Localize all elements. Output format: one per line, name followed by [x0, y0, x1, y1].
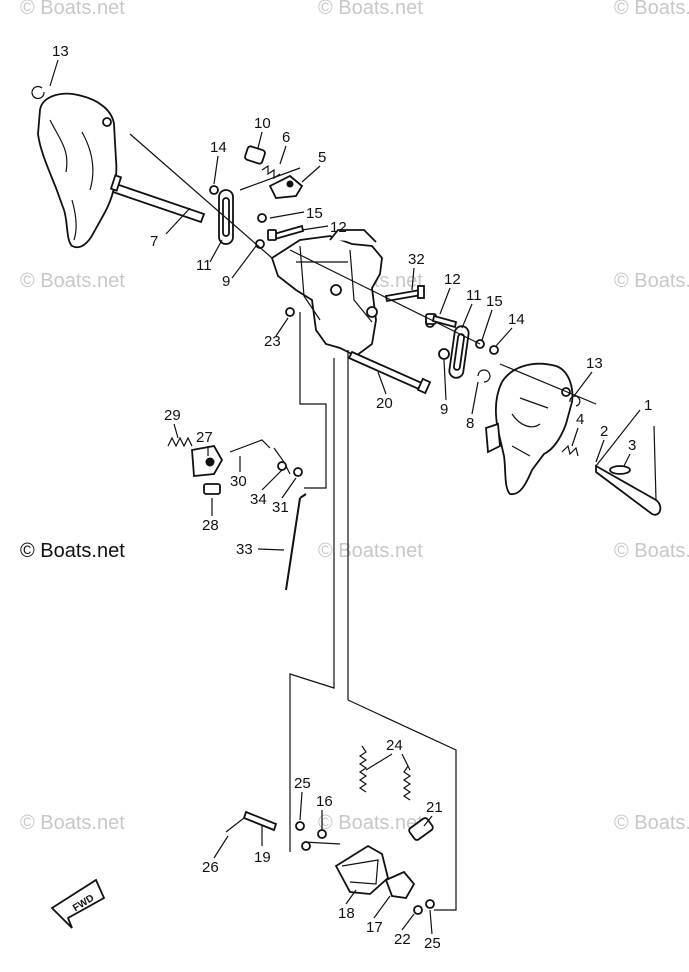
watermark: © Boats.net [20, 812, 125, 834]
callout-3: 3 [628, 437, 636, 454]
callout-13: 13 [586, 355, 603, 372]
callout-20: 20 [376, 395, 393, 412]
callout-30: 30 [230, 473, 247, 490]
shift-rod-1 [561, 444, 662, 516]
watermark: © Boats.net [614, 270, 689, 292]
callout-31: 31 [272, 499, 289, 516]
rod-33 [285, 493, 307, 591]
callout-22: 22 [394, 931, 411, 948]
fwd-arrow-icon: FWD [50, 878, 106, 929]
lever-assembly-upper [244, 145, 304, 199]
center-pivot-bracket [270, 229, 383, 358]
callout-12: 12 [444, 271, 461, 288]
callout-18: 18 [338, 905, 355, 922]
callout-21: 21 [426, 799, 443, 816]
callout-24: 24 [386, 737, 403, 754]
watermark: © Boats.net [614, 0, 689, 19]
watermark: © Boats.net [20, 270, 125, 292]
callout-11: 11 [196, 257, 212, 274]
watermark: © Boats.net [318, 540, 423, 562]
callout-16: 16 [316, 793, 333, 810]
callout-8: 8 [466, 415, 474, 432]
watermark-layer: © Boats.net © Boats.net © Boats.net © Bo… [20, 0, 689, 834]
callout-15: 15 [306, 205, 323, 222]
callout-32: 32 [408, 251, 425, 268]
callout-19: 19 [254, 849, 271, 866]
callout-13: 13 [52, 43, 69, 60]
link-plate-11a [218, 189, 234, 245]
callout-15: 15 [486, 293, 503, 310]
watermark: © Boats.net [318, 0, 423, 19]
callout-14: 14 [210, 139, 227, 156]
callout-9: 9 [222, 273, 230, 290]
right-bracket [485, 362, 581, 496]
callout-14: 14 [508, 311, 525, 328]
callout-29: 29 [164, 407, 181, 424]
callout-numbers: 13 10 14 6 5 15 12 7 11 9 32 12 11 15 14… [52, 43, 652, 952]
callout-23: 23 [264, 333, 281, 350]
bolt-7 [109, 174, 206, 224]
copyright-label: © Boats.net [20, 540, 125, 562]
callout-26: 26 [202, 859, 219, 876]
callout-25: 25 [294, 775, 311, 792]
callout-4: 4 [576, 411, 584, 428]
callout-10: 10 [254, 115, 271, 132]
watermark: © Boats.net [318, 812, 423, 834]
callout-9: 9 [440, 401, 448, 418]
cam-assembly [167, 436, 303, 495]
callout-leaders [49, 59, 631, 935]
bolt-12b [425, 313, 458, 329]
callout-2: 2 [600, 423, 608, 440]
callout-5: 5 [318, 149, 326, 166]
bolt-12a [267, 224, 305, 241]
callout-7: 7 [150, 233, 158, 250]
bolt-20 [347, 350, 432, 395]
callout-11: 11 [466, 287, 482, 304]
callout-25: 25 [424, 935, 441, 952]
bolt-32 [384, 285, 425, 303]
callout-1: 1 [644, 397, 652, 414]
leader-lines [129, 133, 657, 911]
watermark: © Boats.net [20, 0, 125, 19]
callout-34: 34 [250, 491, 267, 508]
callout-28: 28 [202, 517, 219, 534]
callout-27: 27 [196, 429, 213, 446]
callout-12: 12 [330, 219, 347, 236]
callout-6: 6 [282, 129, 290, 146]
callout-17: 17 [366, 919, 383, 936]
lower-linkage [225, 745, 435, 915]
left-bracket [31, 85, 118, 249]
callout-33: 33 [236, 541, 253, 558]
watermark: © Boats.net [614, 540, 689, 562]
watermark: © Boats.net [614, 812, 689, 834]
